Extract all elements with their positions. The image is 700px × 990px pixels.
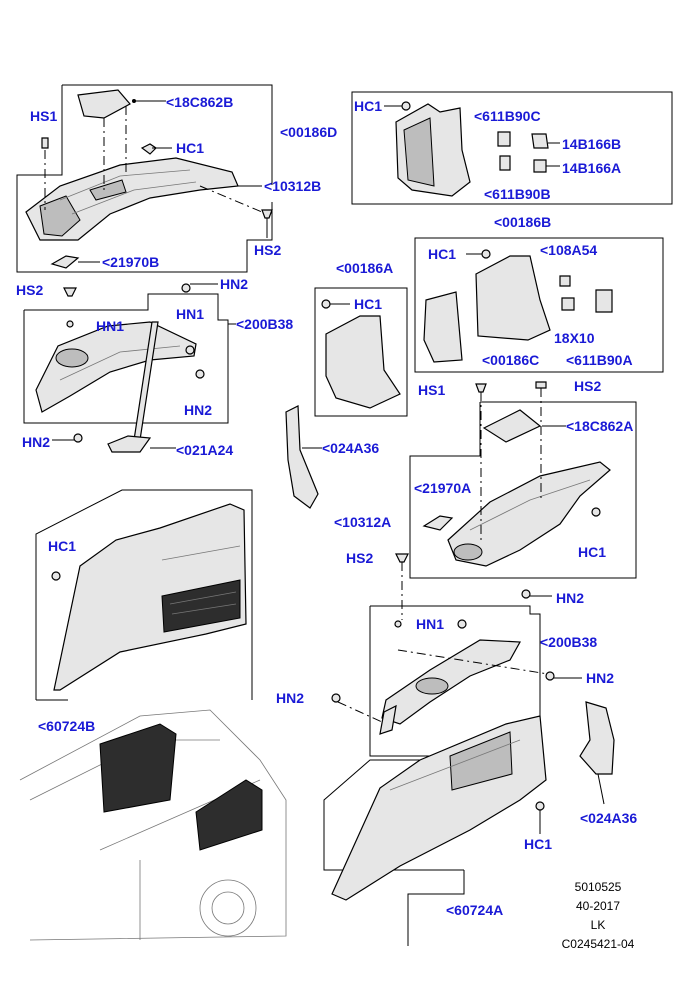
callout-hs2: HS2 [254, 242, 282, 258]
callout-hs2: HS2 [16, 282, 44, 298]
callout-108a54: <108A54 [540, 242, 598, 258]
group-trim-60724b [35, 489, 253, 701]
callout-021a24: <021A24 [176, 442, 234, 458]
callout-00186c: <00186C [482, 352, 540, 368]
group-console-rear-upper [16, 84, 273, 273]
callout-21970a: <21970A [414, 480, 472, 496]
callout-024a36: <024A36 [580, 810, 638, 826]
callout-hn2: HN2 [556, 590, 585, 606]
callout-21970b: <21970B [102, 254, 160, 270]
callout-18c862a: <18C862A [566, 418, 634, 434]
callout-hn2: HN2 [220, 276, 249, 292]
revision-date: 40-2017 [575, 899, 621, 913]
illustration-number: 5010525 [574, 880, 622, 894]
callout-14b166a: 14B166A [562, 160, 622, 176]
group-trim-00186a [314, 287, 408, 417]
callout-18x10: 18X10 [554, 330, 595, 346]
group-console-200b38-right [331, 553, 582, 757]
part-024a36-right [579, 701, 615, 805]
callout-60724a: <60724A [446, 902, 504, 918]
callout-hs2: HS2 [346, 550, 374, 566]
catalog-reference: C0245421-04 [561, 937, 635, 951]
callout-hn2: HN2 [22, 434, 51, 450]
callout-hc1: HC1 [48, 538, 77, 554]
callout-611b90c: <611B90C [474, 108, 541, 124]
callout-00186b: <00186B [494, 214, 552, 230]
callout-hn2: HN2 [276, 690, 305, 706]
callout-hn1: HN1 [176, 306, 205, 322]
group-console-200b38-left [23, 283, 236, 453]
callout-hc1: HC1 [428, 246, 457, 262]
callout-611b90a: <611B90A [566, 352, 633, 368]
model-code: LK [590, 918, 606, 932]
callout-hn2: HN2 [184, 402, 213, 418]
callout-00186a: <00186A [336, 260, 394, 276]
callout-10312b: <10312B [264, 178, 322, 194]
callout-200b38: <200B38 [540, 634, 598, 650]
callout-hs1: HS1 [418, 382, 446, 398]
callout-hn1: HN1 [416, 616, 445, 632]
callout-hc1: HC1 [354, 296, 383, 312]
group-trim-00186d [351, 91, 673, 205]
callout-hs2: HS2 [574, 378, 602, 394]
callout-00186d: <00186D [280, 124, 338, 140]
callout-hn1: HN1 [96, 318, 125, 334]
callout-10312a: <10312A [334, 514, 392, 530]
part-024a36-left [285, 405, 322, 509]
callout-hn2: HN2 [586, 670, 615, 686]
group-trim-60724a [323, 715, 547, 946]
group-console-10312a-right [409, 381, 637, 579]
callout-611b90b: <611B90B [484, 186, 551, 202]
callout-200b38: <200B38 [236, 316, 294, 332]
callout-hs1: HS1 [30, 108, 58, 124]
callout-18c862b: <18C862B [166, 94, 234, 110]
group-trim-00186b [414, 237, 664, 373]
callout-hc1: HC1 [176, 140, 205, 156]
callout-60724b: <60724B [38, 718, 96, 734]
callout-hc1: HC1 [578, 544, 607, 560]
callout-024a36: <024A36 [322, 440, 380, 456]
callout-hc1: HC1 [524, 836, 553, 852]
callout-14b166b: 14B166B [562, 136, 622, 152]
callout-hc1: HC1 [354, 98, 383, 114]
vehicle-outline [19, 709, 287, 941]
